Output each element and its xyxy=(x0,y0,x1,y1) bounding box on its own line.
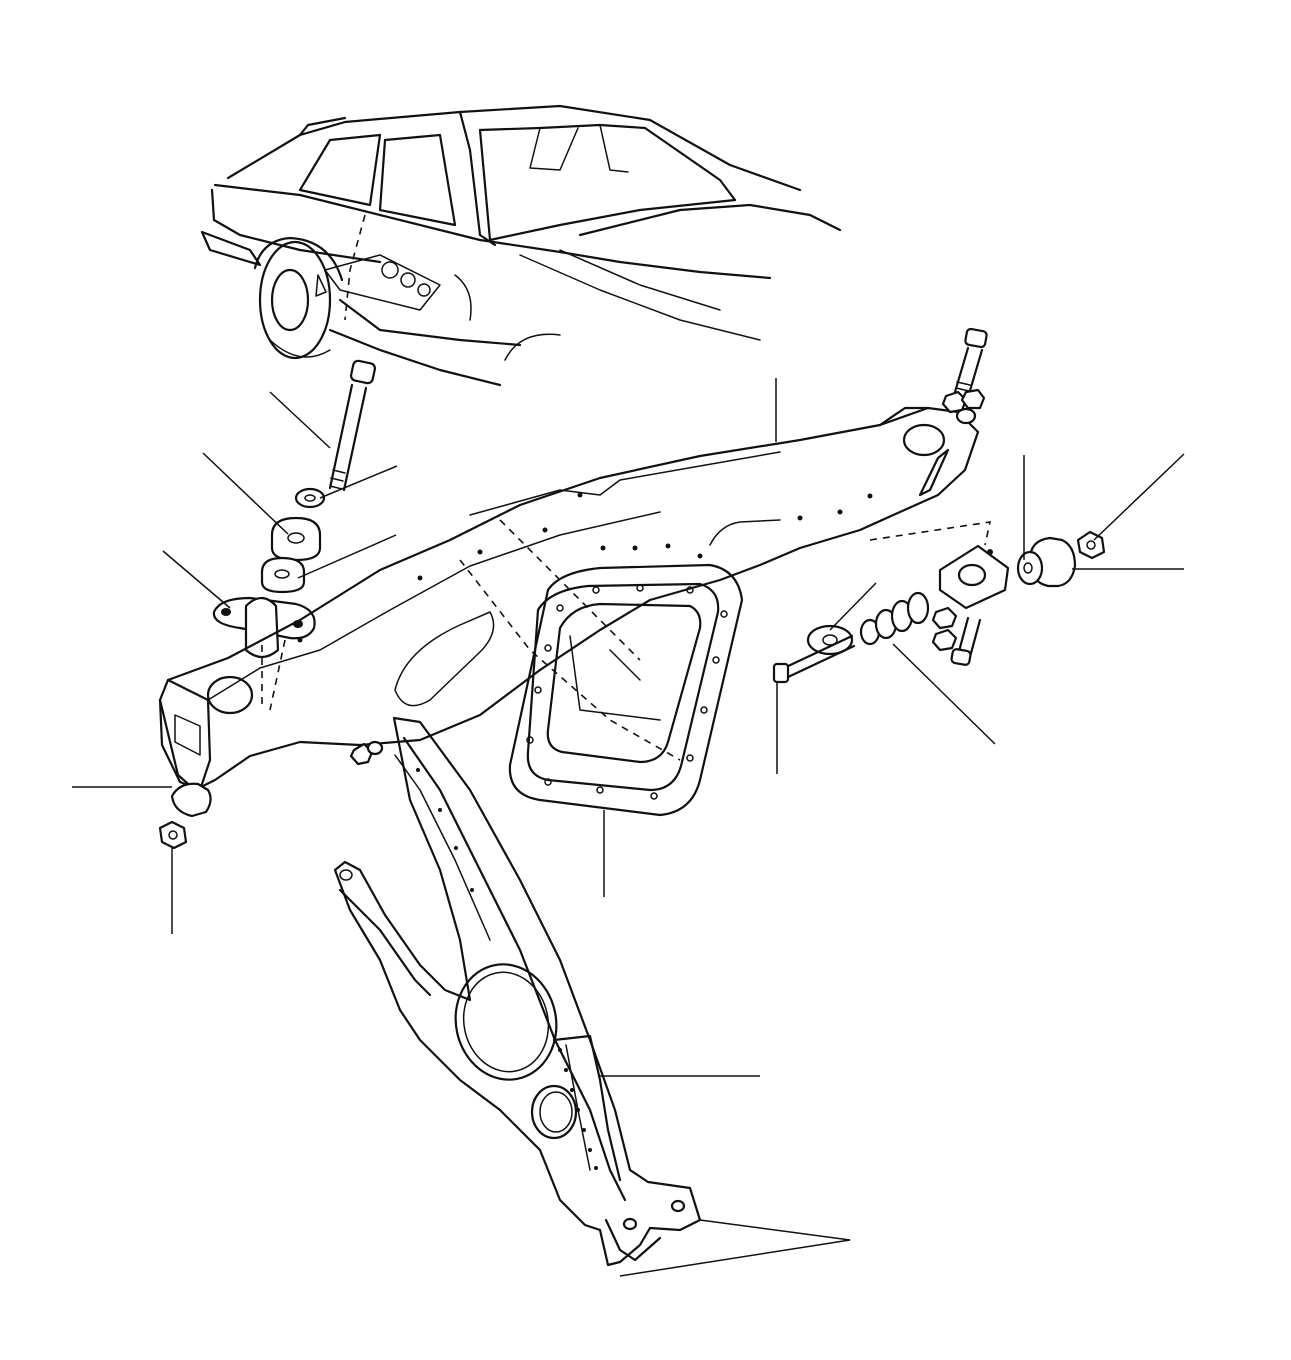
leader-arm-pivot-b xyxy=(619,1239,851,1277)
leader-left-washer xyxy=(319,465,398,499)
left-rubber-mounting-lower xyxy=(260,556,306,594)
leader-left-bracket xyxy=(162,550,231,609)
left-rubber-mounting-upper xyxy=(270,516,322,562)
spring-pack xyxy=(772,591,930,684)
leader-right-nut xyxy=(1093,453,1185,541)
leader-lines xyxy=(72,378,1185,1277)
right-nut xyxy=(1076,530,1106,560)
rear-crossmember xyxy=(158,406,992,792)
radius-arm xyxy=(333,716,702,1267)
differential-gasket xyxy=(508,563,744,817)
crossmember-rivets xyxy=(297,492,873,643)
leader-spring-washer xyxy=(829,582,877,631)
left-mounting-bracket xyxy=(212,596,316,659)
leader-left-rubber-lower xyxy=(297,534,397,579)
car-body xyxy=(200,104,842,387)
leader-left-bolt xyxy=(269,391,331,449)
right-lower-nuts xyxy=(931,606,958,652)
right-mounting-bracket xyxy=(938,544,1010,610)
center-small-nuts xyxy=(349,740,384,766)
right-upper-nuts xyxy=(941,388,986,425)
left-washer xyxy=(294,487,326,509)
right-upper-bolt xyxy=(953,327,988,396)
gasket-bolt-holes xyxy=(526,584,728,800)
leader-spring-pack xyxy=(892,643,996,745)
right-rubber-mounting xyxy=(1016,536,1077,588)
radius-arm-rivets xyxy=(416,768,598,1170)
left-lower-nut xyxy=(158,820,188,850)
leader-arm-pivot-a xyxy=(699,1219,851,1241)
leader-left-rubber-upper xyxy=(202,452,289,535)
left-lower-rubber xyxy=(170,782,212,818)
left-mounting-bolt xyxy=(328,359,377,492)
right-lower-bolt xyxy=(950,616,982,666)
